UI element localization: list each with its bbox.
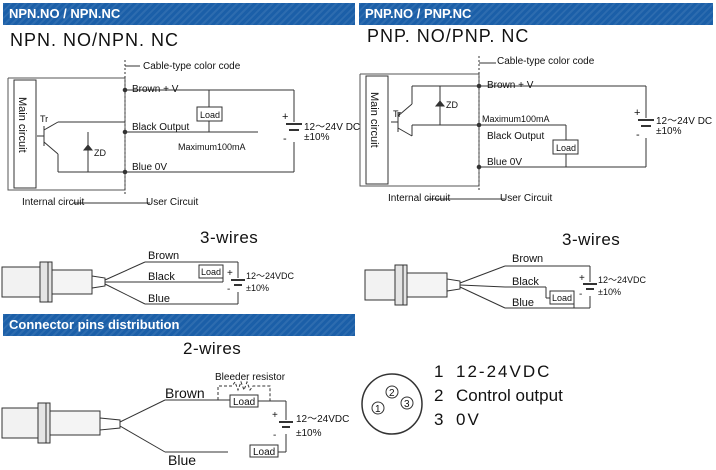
npn-3wire-load-box: [198, 264, 224, 279]
npn-dc-label: 12～24V DC: [304, 122, 360, 133]
pin-legend-item-3: 3 0V: [434, 408, 563, 432]
pnp-brown-label: Brown + V: [487, 80, 534, 91]
pin-legend-num: 1: [434, 362, 444, 381]
pnp-load-text: Load: [556, 143, 576, 153]
pnp-max-label: Maximum100mA: [482, 114, 550, 124]
pnp-zd-label: ZD: [446, 100, 458, 110]
npn-sensor-body: [1, 266, 41, 298]
pin-legend-num: 3: [434, 410, 444, 429]
pin-legend-num: 2: [434, 386, 444, 405]
pnp-main-circuit-label: Main circuit: [368, 92, 380, 148]
npn-3wire-tol: ±10%: [246, 283, 269, 293]
pin-2-circle: [385, 385, 399, 399]
npn-3wire-load-text: Load: [201, 267, 221, 277]
npn-blue-label: Blue 0V: [132, 162, 167, 173]
two-wire-tol: ±10%: [296, 428, 322, 439]
npn-load-text: Load: [200, 110, 220, 120]
npn-main-circuit-box: [13, 79, 37, 189]
pin-2-number: 2: [389, 388, 395, 399]
pnp-3wire-minus: -: [579, 289, 582, 300]
pin-legend-label: Control output: [456, 386, 563, 405]
pin-legend-item-2: 2 Control output: [434, 384, 563, 408]
pnp-3wire-dc: 12～24VDC: [598, 275, 647, 285]
pnp-user-label: User Circuit: [500, 193, 552, 204]
npn-three-wires-title: 3-wires: [200, 228, 259, 247]
npn-brown-label: Brown + V: [132, 84, 179, 95]
pnp-title: PNP. NO/PNP. NC: [367, 26, 530, 46]
two-wire-minus: -: [273, 430, 276, 441]
npn-tr-label: Tr: [40, 114, 48, 124]
pnp-3wire-black: Black: [512, 276, 539, 288]
two-wire-blue-label: Blue: [168, 452, 196, 468]
pin-3-number: 3: [404, 399, 410, 410]
pin-legend-label: 12-24VDC: [456, 362, 552, 381]
pnp-internal-label: Internal circuit: [388, 193, 450, 204]
npn-3wire-blue: Blue: [148, 293, 170, 305]
pnp-3wire-load-text: Load: [552, 293, 572, 303]
pnp-cable-label: Cable-type color code: [497, 56, 595, 67]
pin-3-circle: [400, 396, 414, 410]
npn-3wire-dc: 12～24VDC: [246, 271, 295, 281]
two-wires-title: 2-wires: [183, 339, 242, 358]
two-wire-load-text-2: Load: [253, 447, 275, 458]
pnp-black-label: Black Output: [487, 131, 544, 142]
npn-minus-sign: -: [283, 133, 287, 145]
pnp-main-circuit-box: [365, 75, 389, 185]
npn-cable-label: Cable-type color code: [143, 61, 241, 72]
connector-section-header: Connector pins distribution: [3, 314, 355, 336]
npn-3wire-black: Black: [148, 271, 175, 283]
npn-3wire-brown: Brown: [148, 250, 179, 262]
two-wire-load-text-1: Load: [233, 397, 255, 408]
pnp-dc-label: 12～24V DC: [656, 116, 712, 127]
pnp-3wire-brown: Brown: [512, 253, 543, 265]
npn-main-circuit-label: Main circuit: [16, 97, 28, 153]
npn-title: NPN. NO/NPN. NC: [10, 30, 180, 50]
pnp-3wire-plus: +: [579, 273, 585, 284]
pin-legend: 1 12-24VDC 2 Control output 3 0V: [434, 360, 563, 432]
pin-1-number: 1: [375, 404, 381, 415]
pnp-three-wires-title: 3-wires: [562, 230, 621, 249]
npn-max-label: Maximum100mA: [178, 142, 246, 152]
pnp-plus-sign: +: [634, 107, 640, 119]
npn-zd-label: ZD: [94, 148, 106, 158]
npn-plus-sign: +: [282, 111, 288, 123]
pin-legend-label: 0V: [456, 410, 481, 429]
npn-3wire-plus: +: [227, 268, 233, 279]
npn-tol-label: ±10%: [304, 132, 330, 143]
pnp-section-header: PNP.NO / PNP.NC: [359, 3, 713, 25]
two-wire-plus: +: [272, 410, 278, 421]
pnp-tr-label: Tr: [393, 109, 401, 119]
pnp-blue-label: Blue 0V: [487, 157, 522, 168]
pnp-3wire-blue: Blue: [512, 297, 534, 309]
npn-internal-label: Internal circuit: [22, 197, 84, 208]
two-wire-sensor-body: [1, 407, 39, 439]
npn-3wire-minus: -: [227, 284, 230, 295]
pnp-minus-sign: -: [636, 129, 640, 141]
pin-legend-item-1: 1 12-24VDC: [434, 360, 563, 384]
two-wire-bleeder-label: Bleeder resistor: [215, 372, 286, 383]
pnp-tol-label: ±10%: [656, 126, 682, 137]
npn-black-label: Black Output: [132, 122, 189, 133]
pnp-3wire-tol: ±10%: [598, 287, 621, 297]
two-wire-load-box-2: [249, 444, 279, 458]
pin-1-circle: [371, 401, 385, 415]
npn-section-header: NPN.NO / NPN.NC: [3, 3, 355, 25]
two-wire-dc: 12～24VDC: [296, 414, 349, 425]
npn-user-label: User Circuit: [146, 197, 198, 208]
two-wire-brown-label: Brown: [165, 385, 205, 401]
